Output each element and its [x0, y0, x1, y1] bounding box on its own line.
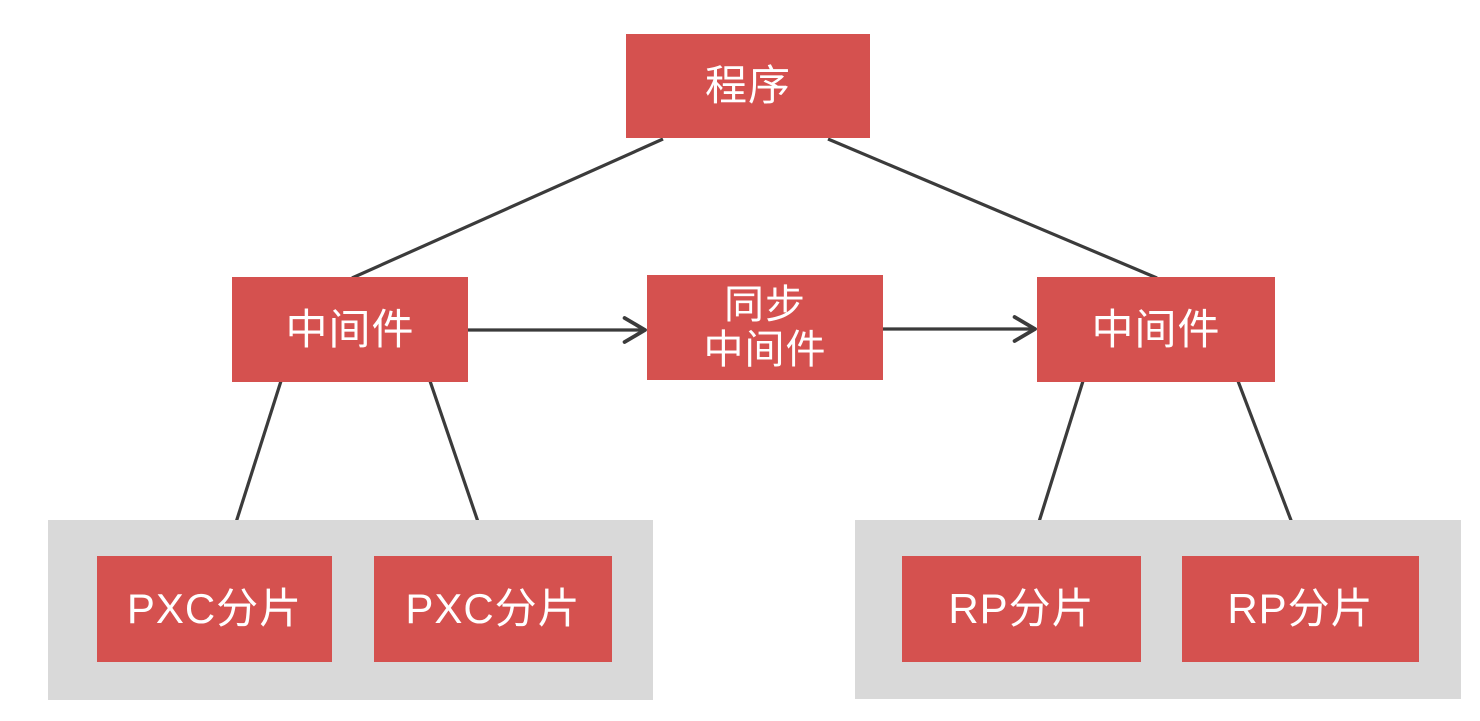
node-rp-shard-1: RP分片: [902, 556, 1141, 662]
node-pxc-shard-2: PXC分片: [374, 556, 612, 662]
node-program-label: 程序: [704, 62, 791, 110]
node-middleware-left-label: 中间件: [285, 305, 415, 353]
node-rp-shard-2-label: RP分片: [1227, 585, 1374, 633]
node-program: 程序: [626, 34, 870, 138]
node-middleware-left: 中间件: [232, 277, 468, 382]
node-rp-shard-1-label: RP分片: [948, 585, 1095, 633]
edge-program-to-middleware-right: [827, 137, 1158, 280]
node-sync-middleware: 同步 中间件: [647, 275, 883, 380]
node-pxc-shard-1: PXC分片: [97, 556, 332, 662]
node-pxc-shard-2-label: PXC分片: [405, 585, 581, 633]
node-middleware-right: 中间件: [1037, 277, 1275, 382]
node-sync-middleware-label-line2: 中间件: [703, 327, 827, 372]
node-sync-middleware-label-line1: 同步: [724, 282, 806, 327]
node-rp-shard-2: RP分片: [1182, 556, 1419, 662]
edge-program-to-middleware-left: [351, 137, 664, 280]
node-pxc-shard-1-label: PXC分片: [126, 585, 303, 633]
node-middleware-right-label: 中间件: [1091, 305, 1221, 353]
